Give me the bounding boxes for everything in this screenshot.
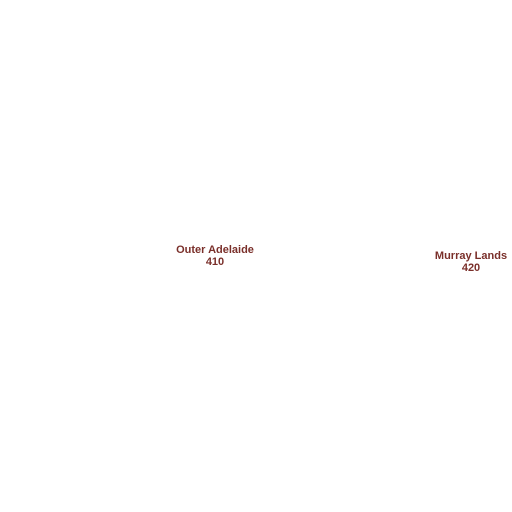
region-code: 420	[461, 262, 481, 274]
region-label-outer-adelaide: Outer Adelaide 410	[176, 244, 254, 268]
region-name: Outer Adelaide	[176, 244, 254, 256]
region-label-murray-lands: Murray Lands 420	[435, 250, 507, 274]
region-name: Murray Lands	[434, 250, 508, 262]
region-code: 410	[205, 256, 225, 268]
